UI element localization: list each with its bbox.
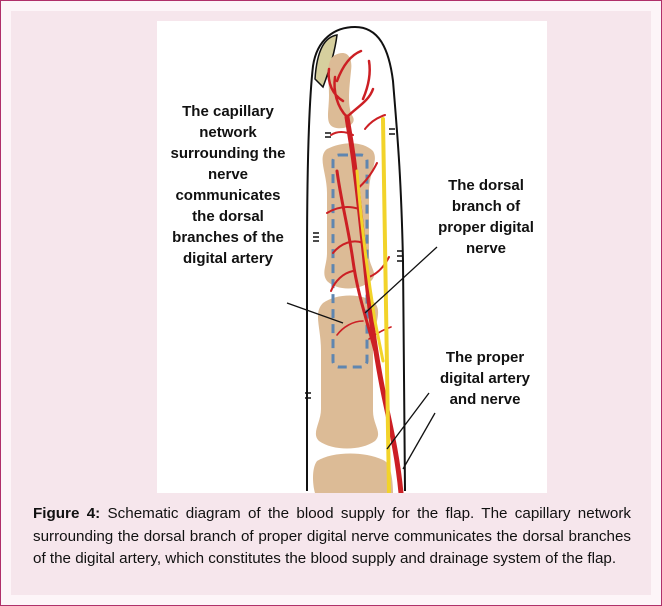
finger-diagram: The capillary network surrounding the ne… [157,21,547,493]
metacarpal-head [313,454,393,494]
dorsal-branch-label: The dorsal branch of proper digital nerv… [427,175,545,259]
caption-text: Schematic diagram of the blood supply fo… [33,505,631,567]
caption-label: Figure 4: [33,505,100,522]
figure-panel: The capillary network surrounding the ne… [11,11,651,595]
proper-artery-label: The proper digital artery and nerve [425,347,545,410]
figure-caption: Figure 4: Schematic diagram of the blood… [33,503,631,571]
capillary-network-label: The capillary network surrounding the ne… [159,101,297,269]
